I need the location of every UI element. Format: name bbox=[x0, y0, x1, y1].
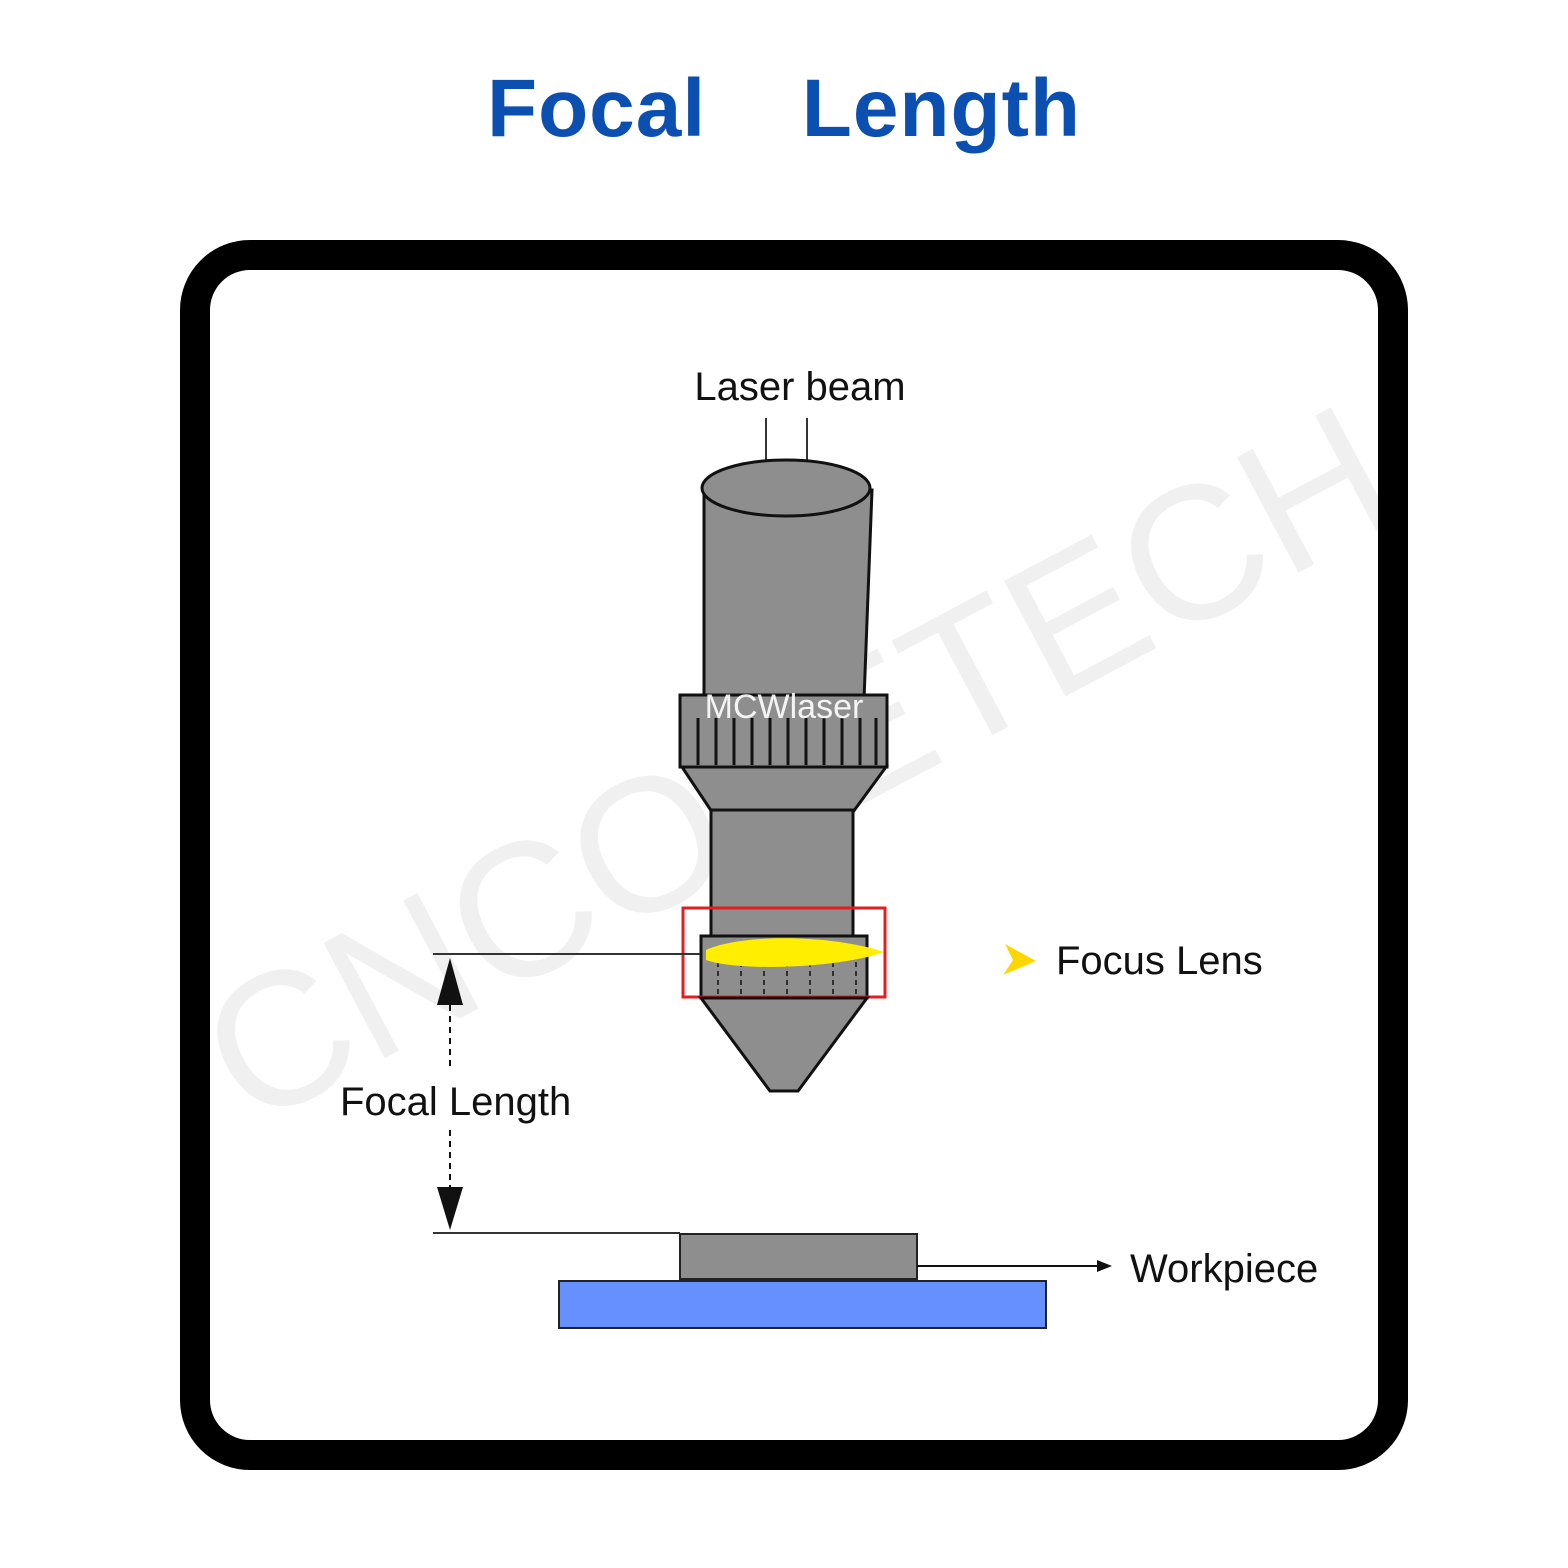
label-focal-length: Focal Length bbox=[340, 1080, 571, 1124]
page-title: Focal Length bbox=[487, 63, 1081, 154]
label-focus-lens: Focus Lens bbox=[1056, 939, 1263, 983]
triangle-pointer-icon bbox=[1003, 944, 1036, 975]
label-laser-beam: Laser beam bbox=[694, 365, 905, 409]
knurled-ring bbox=[678, 693, 889, 769]
workpiece bbox=[679, 1233, 918, 1280]
middle-tube bbox=[709, 808, 855, 942]
label-workpiece: Workpiece bbox=[1130, 1247, 1318, 1291]
work-bed bbox=[558, 1280, 1047, 1329]
focal-length-dimension bbox=[437, 958, 463, 1230]
arrow-right-icon bbox=[1097, 1260, 1112, 1272]
watermark-ring-text: MCWlaser bbox=[705, 688, 864, 726]
nozzle-cone bbox=[698, 996, 870, 1093]
arrow-down-icon bbox=[437, 1187, 463, 1230]
focus-lens bbox=[706, 938, 884, 967]
ring-taper bbox=[679, 765, 889, 814]
arrow-up-icon bbox=[437, 958, 463, 1005]
upper-tube bbox=[700, 458, 874, 702]
